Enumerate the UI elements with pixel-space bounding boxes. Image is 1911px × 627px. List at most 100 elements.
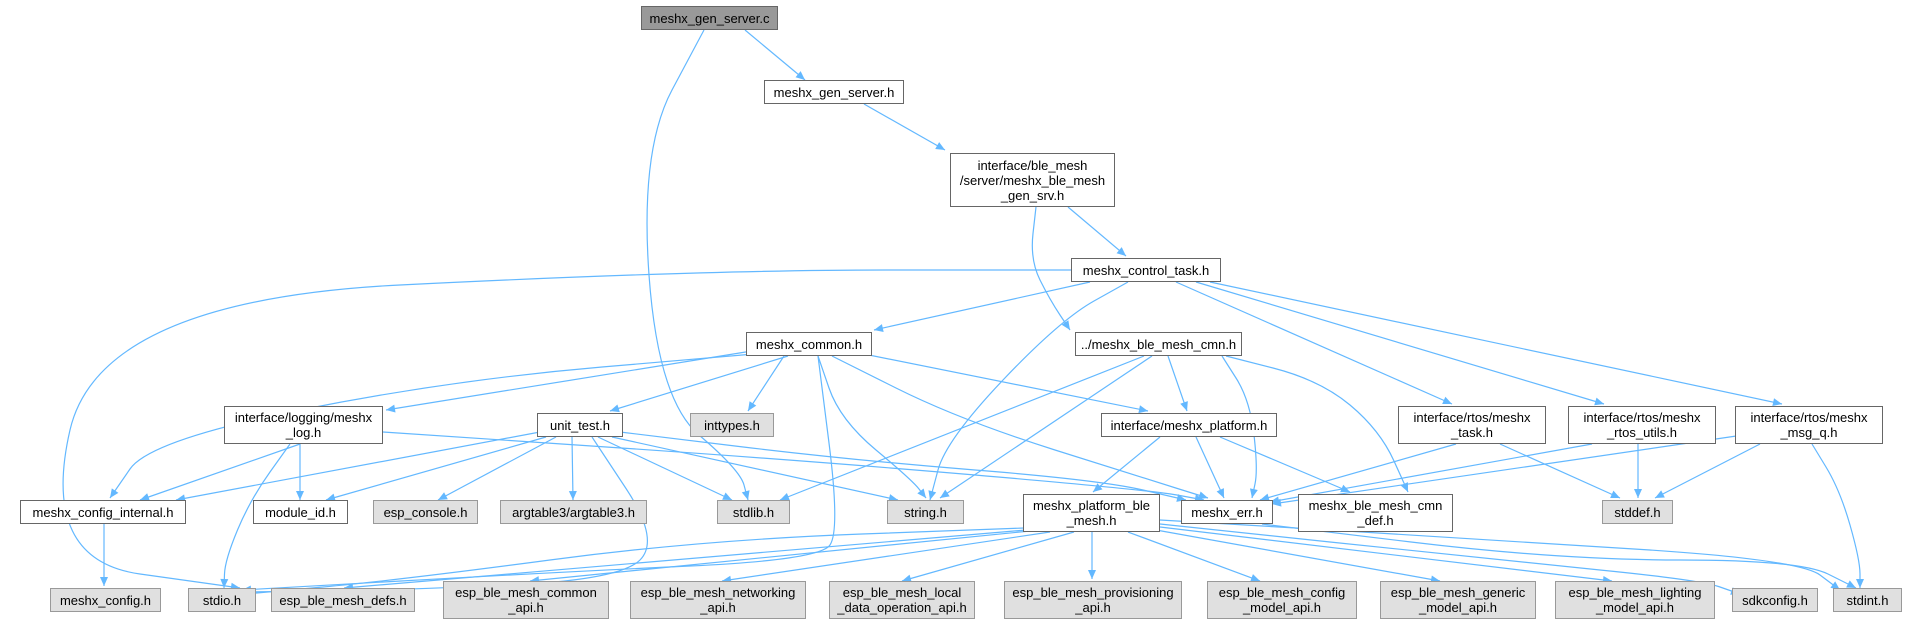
node-rtos-meshx-rtos-utils-h[interactable]: interface/rtos/meshx _rtos_utils.h bbox=[1568, 406, 1716, 444]
node-meshx-control-task-h[interactable]: meshx_control_task.h bbox=[1071, 258, 1221, 282]
arrowhead-platform-ble-to-stdint bbox=[1830, 581, 1840, 590]
edge-ble-cmn-to-string bbox=[939, 355, 1153, 499]
node-rtos-meshx-task-h[interactable]: interface/rtos/meshx _task.h bbox=[1398, 406, 1546, 444]
edge-unit-test-to-stdlib bbox=[597, 436, 733, 501]
arrowhead-common-to-string bbox=[917, 488, 926, 498]
arrowhead-unit-test-to-module-id bbox=[326, 493, 336, 502]
node-meshx-ble-mesh-cmn-def-h[interactable]: meshx_ble_mesh_cmn _def.h bbox=[1298, 494, 1453, 532]
node-unit-test-h[interactable]: unit_test.h bbox=[537, 413, 623, 437]
node-module-id-h[interactable]: module_id.h bbox=[253, 500, 348, 524]
edge-platform-ble-to-stdio bbox=[245, 527, 1025, 595]
edge-platform-ble-to-common-api bbox=[529, 530, 1031, 582]
arrowhead-platform-ble-to-config-model bbox=[1250, 574, 1260, 582]
edge-rtos-task-to-stddef bbox=[1499, 443, 1621, 499]
arrowhead-platform-ble-to-local-data bbox=[902, 574, 912, 583]
edge-gen-server-h-to-ble-gen-srv bbox=[863, 103, 946, 151]
node-esp-ble-mesh-generic-model-api-h[interactable]: esp_ble_mesh_generic _model_api.h bbox=[1380, 581, 1536, 619]
edge-common-to-inttypes bbox=[747, 355, 785, 412]
arrowhead-ble-cmn-to-string bbox=[940, 489, 950, 498]
edge-unit-test-to-config-internal bbox=[175, 431, 541, 501]
arrowhead-unit-test-to-esp-console bbox=[438, 492, 448, 500]
arrowhead-log-to-stdio bbox=[220, 578, 229, 588]
edge-control-task-to-rtos-task bbox=[1175, 281, 1453, 405]
edge-unit-test-to-esp-console bbox=[437, 436, 557, 501]
arrowhead-msg-q-to-err bbox=[1272, 498, 1282, 507]
node-meshx-config-internal-h[interactable]: meshx_config_internal.h bbox=[20, 500, 186, 524]
edge-msg-q-to-err bbox=[1271, 433, 1751, 505]
arrowhead-ble-gen-srv-to-ble-cmn bbox=[1061, 320, 1070, 330]
node-stdio-h[interactable]: stdio.h bbox=[188, 588, 256, 612]
node-meshx-platform-h[interactable]: interface/meshx_platform.h bbox=[1101, 413, 1277, 437]
node-meshx-config-h[interactable]: meshx_config.h bbox=[50, 588, 161, 612]
node-meshx-gen-server-c: meshx_gen_server.c bbox=[641, 6, 778, 30]
node-argtable3-h[interactable]: argtable3/argtable3.h bbox=[500, 500, 647, 524]
edge-err-to-stdint bbox=[1261, 523, 1857, 589]
node-string-h[interactable]: string.h bbox=[887, 500, 964, 524]
node-esp-ble-mesh-local-data-operation-api-h[interactable]: esp_ble_mesh_local _data_operation_api.h bbox=[829, 581, 975, 619]
node-stdint-h[interactable]: stdint.h bbox=[1833, 588, 1902, 612]
node-meshx-common-h[interactable]: meshx_common.h bbox=[746, 332, 872, 356]
arrowhead-msg-q-to-stdint bbox=[1856, 579, 1864, 588]
node-stdlib-h[interactable]: stdlib.h bbox=[717, 500, 790, 524]
edge-unit-test-to-err bbox=[619, 431, 1187, 501]
arrowhead-log-to-module-id bbox=[296, 491, 304, 500]
arrowhead-unit-test-to-err bbox=[1176, 494, 1186, 502]
node-esp-ble-mesh-lighting-model-api-h[interactable]: esp_ble_mesh_lighting _model_api.h bbox=[1555, 581, 1715, 619]
node-esp-ble-mesh-provisioning-api-h[interactable]: esp_ble_mesh_provisioning _api.h bbox=[1004, 581, 1182, 619]
node-inttypes-h[interactable]: inttypes.h bbox=[690, 413, 774, 437]
edge-platform-to-err bbox=[1195, 436, 1225, 499]
edge-ble-cmn-to-platform bbox=[1167, 355, 1188, 412]
arrowhead-common-to-inttypes bbox=[748, 401, 757, 411]
arrowhead-common-to-err bbox=[1198, 491, 1208, 500]
edge-ble-cmn-to-cmn-def bbox=[1225, 355, 1409, 493]
node-stddef-h[interactable]: stddef.h bbox=[1602, 500, 1673, 524]
edge-unit-test-to-module-id bbox=[325, 436, 547, 501]
edge-common-to-unit-test bbox=[609, 355, 789, 412]
arrowhead-platform-to-err bbox=[1216, 488, 1224, 498]
edge-common-to-log bbox=[385, 349, 759, 411]
edge-platform-ble-to-stdint bbox=[1159, 519, 1841, 591]
arrowhead-common-to-unit-test bbox=[610, 404, 620, 413]
node-esp-ble-mesh-common-api-h[interactable]: esp_ble_mesh_common _api.h bbox=[443, 581, 609, 619]
edge-platform-ble-to-defs bbox=[343, 529, 1027, 589]
node-meshx-platform-ble-mesh-h[interactable]: meshx_platform_ble _mesh.h bbox=[1023, 494, 1160, 532]
edge-platform-to-cmn-def bbox=[1219, 436, 1351, 493]
arrowhead-control-task-to-string bbox=[928, 490, 937, 500]
edge-common-to-stdio bbox=[241, 355, 836, 591]
edge-platform-ble-to-local-data bbox=[901, 531, 1075, 582]
arrowhead-root-to-gen-server-h bbox=[795, 71, 805, 80]
node-meshx-err-h[interactable]: meshx_err.h bbox=[1181, 500, 1273, 524]
arrowhead-control-task-to-common bbox=[874, 324, 884, 332]
arrowhead-ble-gen-srv-to-control-task bbox=[1116, 247, 1126, 256]
node-esp-ble-mesh-networking-api-h[interactable]: esp_ble_mesh_networking _api.h bbox=[630, 581, 806, 619]
edge-ble-cmn-to-stdlib bbox=[779, 355, 1145, 501]
arrowhead-common-to-config-internal bbox=[110, 488, 119, 498]
edge-control-task-to-msg-q bbox=[1209, 281, 1783, 405]
edge-log-to-config-internal bbox=[139, 443, 301, 501]
node-ble-mesh-gen-srv-h[interactable]: interface/ble_mesh /server/meshx_ble_mes… bbox=[950, 153, 1115, 207]
arrowhead-common-to-log bbox=[386, 404, 396, 413]
node-meshx-log-h[interactable]: interface/logging/meshx _log.h bbox=[224, 406, 383, 444]
edge-platform-ble-to-config-model bbox=[1127, 531, 1261, 582]
node-esp-console-h[interactable]: esp_console.h bbox=[373, 500, 478, 524]
arrowhead-root-to-stdlib bbox=[741, 490, 750, 500]
arrowhead-ble-cmn-to-platform bbox=[1180, 401, 1188, 411]
edge-common-to-platform bbox=[863, 353, 1149, 412]
node-sdkconfig-h[interactable]: sdkconfig.h bbox=[1732, 588, 1818, 612]
node-esp-ble-mesh-config-model-api-h[interactable]: esp_ble_mesh_config _model_api.h bbox=[1207, 581, 1357, 619]
edge-log-to-err bbox=[382, 431, 1205, 501]
edge-platform-ble-to-lighting-model bbox=[1159, 526, 1613, 582]
edge-unit-test-to-string bbox=[611, 436, 899, 501]
node-esp-ble-mesh-defs-h[interactable]: esp_ble_mesh_defs.h bbox=[271, 588, 415, 612]
node-rtos-meshx-msg-q-h[interactable]: interface/rtos/meshx _msg_q.h bbox=[1735, 406, 1883, 444]
arrowhead-ble-cmn-to-err bbox=[1249, 488, 1258, 498]
edge-rtos-utils-to-err bbox=[1269, 443, 1593, 503]
arrowhead-config-internal-to-config bbox=[100, 577, 108, 586]
edge-common-to-string bbox=[817, 355, 927, 499]
node-meshx-ble-mesh-cmn-h[interactable]: ../meshx_ble_mesh_cmn.h bbox=[1075, 332, 1242, 356]
edge-platform-ble-to-networking bbox=[721, 531, 1051, 582]
node-meshx-gen-server-h[interactable]: meshx_gen_server.h bbox=[764, 80, 904, 104]
edge-control-task-to-string bbox=[929, 281, 1129, 501]
edge-ble-gen-srv-to-ble-cmn bbox=[1031, 206, 1071, 331]
arrowhead-control-task-to-rtos-utils bbox=[1594, 397, 1604, 406]
